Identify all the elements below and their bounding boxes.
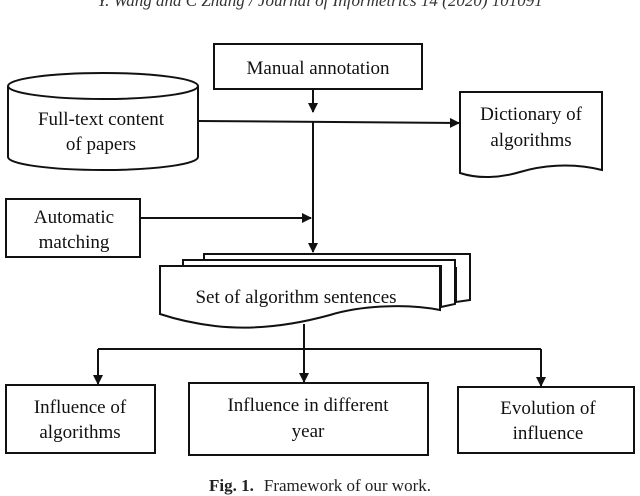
influence-different-year-box bbox=[188, 382, 429, 456]
evolution-of-influence-label-line1: Evolution of bbox=[500, 398, 596, 419]
evolution-of-influence-label-line2: influence bbox=[513, 423, 584, 444]
manual-annotation-box bbox=[213, 43, 423, 90]
figure-caption: Fig. 1. Framework of our work. bbox=[0, 476, 640, 496]
influence-of-algorithms-label-line2: algorithms bbox=[39, 422, 120, 443]
automatic-matching-label-line2: matching bbox=[39, 232, 110, 253]
automatic-matching-box bbox=[5, 198, 141, 258]
manual-annotation-label: Manual annotation bbox=[247, 58, 390, 79]
dictionary-label-line2: algorithms bbox=[490, 130, 571, 151]
influence-of-algorithms-box bbox=[5, 384, 156, 454]
dictionary-document-shape bbox=[459, 91, 603, 178]
influence-of-algorithms-label-line1: Influence of bbox=[34, 397, 127, 418]
full-text-label-line1: Full-text content bbox=[38, 109, 165, 130]
evolution-of-influence-box bbox=[457, 386, 635, 454]
full-text-database-cylinder bbox=[7, 72, 199, 171]
sentence-set-label: Set of algorithm sentences bbox=[195, 287, 396, 308]
sentence-set-stack bbox=[159, 253, 471, 329]
influence-different-year-label-line2: year bbox=[292, 421, 325, 442]
influence-different-year-label-line1: Influence in different bbox=[227, 395, 389, 416]
full-text-label-line2: of papers bbox=[66, 134, 136, 155]
arrow-fulltext-to-dictionary bbox=[197, 117, 460, 128]
figure-caption-text: Framework of our work. bbox=[263, 476, 431, 495]
automatic-matching-label-line1: Automatic bbox=[34, 207, 114, 228]
figure-caption-label: Fig. 1. bbox=[209, 476, 254, 495]
dictionary-label-line1: Dictionary of bbox=[480, 104, 583, 125]
page-header: Y. Wang and C Zhang / Journal of Informe… bbox=[97, 0, 543, 10]
